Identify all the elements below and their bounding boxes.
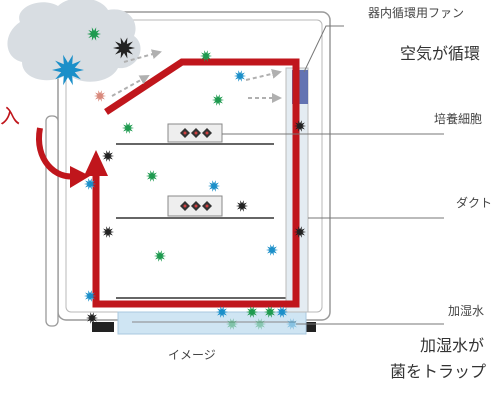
germ-icon bbox=[264, 306, 276, 318]
airflow-arrow-icon bbox=[111, 49, 282, 103]
shelves bbox=[116, 143, 296, 299]
germ-icon bbox=[102, 150, 114, 162]
germ-icon bbox=[94, 90, 106, 102]
traps-label-line2: 菌をトラップ bbox=[390, 362, 487, 381]
culture-cells-label: 培養細胞 bbox=[434, 112, 483, 126]
humidifier-water-label: 加湿水 bbox=[448, 304, 485, 318]
germ-icon bbox=[52, 54, 84, 86]
germ-icon bbox=[122, 122, 134, 134]
germ-icon bbox=[246, 306, 258, 318]
germ-icon bbox=[276, 306, 288, 318]
germ-icon bbox=[102, 226, 114, 238]
germ-icon bbox=[86, 312, 98, 324]
germ-icon bbox=[226, 318, 238, 330]
germ-icon bbox=[294, 226, 306, 238]
duct-label: ダクト bbox=[456, 196, 493, 210]
germ-icon bbox=[266, 244, 278, 256]
germ-icon bbox=[154, 250, 166, 262]
foot-left bbox=[92, 322, 114, 332]
airflow-path bbox=[84, 58, 300, 308]
air-circulation-label: 空気が循環 bbox=[400, 44, 481, 63]
germ-icon bbox=[216, 306, 228, 318]
germ-icon bbox=[212, 94, 224, 106]
germ-icon bbox=[254, 318, 266, 330]
fan-label: 器内循環用ファン bbox=[368, 6, 465, 20]
petri-dish-icon bbox=[167, 123, 223, 143]
entry-label: 入 bbox=[0, 104, 20, 128]
petri-dish-icon bbox=[167, 195, 223, 217]
caption: イメージ bbox=[168, 348, 216, 362]
germ-icon bbox=[84, 178, 96, 190]
humidifier-water-tray bbox=[117, 311, 307, 335]
germ-icon bbox=[87, 27, 101, 41]
germ-layer bbox=[52, 27, 306, 330]
germ-icon bbox=[234, 70, 246, 82]
germ-icon bbox=[113, 37, 135, 59]
entry-arrow-icon bbox=[36, 127, 90, 188]
germ-icon bbox=[208, 180, 220, 192]
germ-icon bbox=[146, 170, 158, 182]
germ-icon bbox=[294, 120, 306, 132]
cloud-icon bbox=[7, 0, 141, 82]
germ-icon bbox=[84, 290, 96, 302]
germ-icon bbox=[200, 50, 212, 62]
germ-icon bbox=[236, 200, 248, 212]
leader-lines bbox=[222, 25, 444, 325]
traps-label-line1: 加湿水が bbox=[420, 336, 485, 355]
germ-icon bbox=[286, 318, 298, 330]
